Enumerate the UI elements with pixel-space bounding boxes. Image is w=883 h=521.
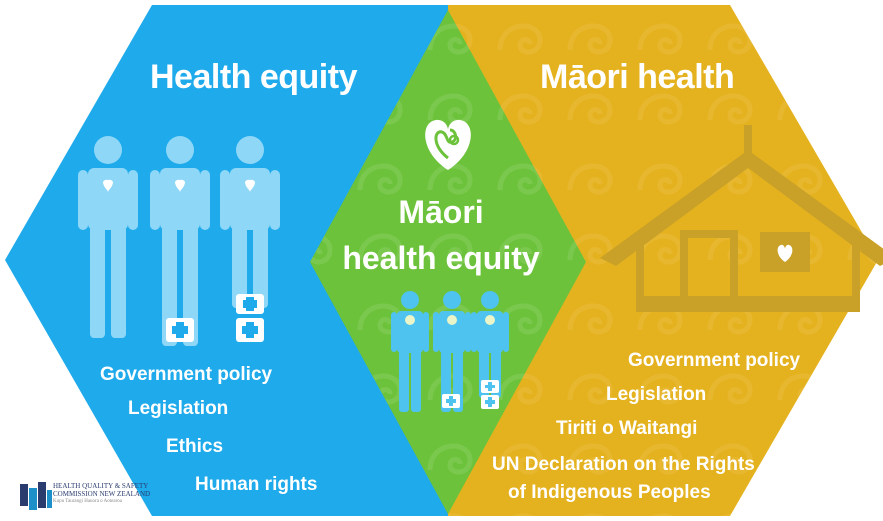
logo-line2: COMMISSION NEW ZEALAND — [53, 490, 151, 498]
health-equity-title: Health equity — [150, 58, 357, 96]
person-figure — [220, 136, 280, 308]
right-item-un-declaration: UN Declaration on the Rights — [492, 454, 755, 475]
hqsc-logo: HEALTH QUALITY & SAFETY COMMISSION NEW Z… — [18, 476, 178, 516]
person-figure — [150, 136, 210, 346]
people-icon — [78, 136, 280, 346]
heart-icon — [777, 244, 793, 262]
right-item-government-policy: Government policy — [628, 350, 801, 371]
logo-line1: HEALTH QUALITY & SAFETY — [53, 482, 149, 490]
person-figure — [391, 291, 429, 412]
medical-kit-icon — [166, 318, 194, 342]
right-item-tiriti-o-waitangi: Tiriti o Waitangi — [556, 418, 698, 439]
maori-health-equity-title-line2: health equity — [342, 240, 540, 276]
maori-health-title: Māori health — [540, 58, 735, 96]
right-item-indigenous-peoples: of Indigenous Peoples — [508, 482, 711, 503]
left-item-government-policy: Government policy — [100, 364, 273, 385]
medical-kit-icon — [481, 380, 499, 409]
health-equity-hexagon — [5, 5, 448, 516]
koru-heart-icon — [425, 119, 471, 170]
left-item-ethics: Ethics — [166, 436, 224, 457]
medical-kit-icon — [236, 294, 264, 342]
medical-kit-icon — [442, 394, 460, 408]
hqsc-logo-text: HEALTH QUALITY & SAFETY COMMISSION NEW Z… — [53, 482, 150, 506]
right-item-legislation: Legislation — [606, 384, 707, 405]
hqsc-logo-icon — [20, 482, 52, 510]
logo-line3: Kupu Taurangi Hauora o Aotearoa — [53, 499, 122, 504]
left-item-human-rights: Human rights — [195, 474, 318, 495]
maori-health-equity-title-line1: Māori — [398, 194, 484, 230]
person-figure — [78, 136, 138, 338]
left-item-legislation: Legislation — [128, 398, 229, 419]
